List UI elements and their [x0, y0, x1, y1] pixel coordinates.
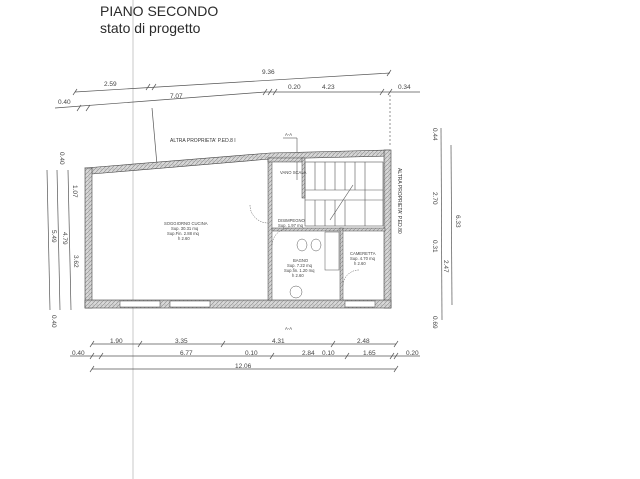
left-dimensions: [46, 169, 72, 311]
svg-text:Sup.fin. 1.20 mq: Sup.fin. 1.20 mq: [284, 268, 315, 273]
svg-text:BAGNO: BAGNO: [293, 258, 309, 263]
section-marker-top: A-A: [285, 132, 292, 137]
room-cameretta: CAMERETTA Sup. 4.70 mq h 2.60: [350, 251, 376, 266]
dim-top-0-20: 0.20: [288, 84, 301, 91]
dim-top-9-36: 9.36: [262, 69, 275, 76]
staircase: [304, 161, 384, 227]
svg-text:CAMERETTA: CAMERETTA: [350, 251, 376, 256]
dim-bottom-0-10b: 0.10: [322, 350, 335, 357]
dim-top-2-59: 2.59: [104, 81, 117, 88]
neighbor-label-top: ALTRA PROPRIETA' P.ED.8 I: [170, 138, 236, 144]
dim-bottom-1-90: 1.90: [110, 338, 123, 345]
room-bagno: BAGNO Sup. 7.22 mq Sup.fin. 1.20 mq h 2.…: [284, 258, 315, 278]
top-dimension-row-1: [72, 69, 392, 96]
bathroom-fixtures: [289, 231, 340, 299]
dim-top-7-07: 7.07: [170, 93, 183, 100]
dim-top-0-40: 0.40: [58, 99, 71, 106]
svg-text:Sup. 30.31 mq: Sup. 30.31 mq: [171, 226, 199, 231]
dim-bottom-0-40: 0.40: [72, 350, 85, 357]
room-soggiorno: SOGGIORNO CUCINA Sup. 30.31 mq Sup.Fin. …: [164, 221, 208, 241]
dim-bottom-4-31: 4.31: [272, 338, 285, 345]
dim-bottom-2-84: 2.84: [302, 350, 315, 357]
room-vano-scala: VANO SCALA: [280, 170, 307, 175]
dim-left-0-40b: 0.40: [50, 315, 57, 328]
dim-bottom-3-35: 3.35: [175, 338, 188, 345]
plan-subtitle: stato di progetto: [100, 20, 201, 36]
neighbor-label-right: ALTRA PROPRIETA' P.ED.80: [396, 168, 402, 234]
svg-text:Sup. 7.22 mq: Sup. 7.22 mq: [287, 263, 313, 268]
dim-left-4-79: 4.79: [61, 232, 68, 245]
top-dimension-row-2: [54, 88, 420, 112]
svg-text:Sup. 1.97 mq: Sup. 1.97 mq: [278, 223, 304, 228]
dim-right-6-33: 6.33: [454, 215, 461, 228]
right-dimensions: [440, 127, 453, 321]
dim-right-0-44: 0.44: [431, 128, 438, 141]
interior-walls: [267, 157, 386, 301]
bottom-dimensions: [70, 340, 420, 373]
svg-text:Sup.Fin. 2.88 mq: Sup.Fin. 2.88 mq: [167, 231, 200, 236]
dim-right-0-31: 0.31: [431, 240, 438, 253]
dim-bottom-1-65: 1.65: [363, 350, 376, 357]
svg-text:VANO SCALA: VANO SCALA: [280, 170, 307, 175]
exterior-walls: [84, 149, 392, 309]
dim-left-0-40: 0.40: [58, 152, 65, 165]
dim-bottom-total: 12.06: [235, 363, 252, 370]
dim-right-2-47: 2.47: [442, 260, 449, 273]
plan-title: PIANO SECONDO: [100, 3, 219, 19]
svg-text:Sup. 4.70 mq: Sup. 4.70 mq: [350, 256, 376, 261]
door-swings: [249, 204, 360, 286]
section-marker-bottom: A-A: [285, 326, 292, 331]
svg-text:SOGGIORNO CUCINA: SOGGIORNO CUCINA: [164, 221, 208, 226]
dim-right-2-70: 2.70: [431, 192, 438, 205]
dim-bottom-0-20: 0.20: [406, 350, 419, 357]
dim-bottom-6-77: 6.77: [180, 350, 193, 357]
dim-right-0-69: 0.69: [431, 316, 438, 329]
dim-top-4-23: 4.23: [322, 84, 335, 91]
dim-top-0-34: 0.34: [398, 84, 411, 91]
svg-text:h 2.60: h 2.60: [292, 273, 304, 278]
svg-text:DISIMPEGNO: DISIMPEGNO: [278, 218, 305, 223]
dim-bottom-0-10: 0.10: [245, 350, 258, 357]
dim-left-3-62: 3.62: [72, 255, 79, 268]
dim-bottom-2-48: 2.48: [357, 338, 370, 345]
svg-text:h 2.60: h 2.60: [354, 261, 366, 266]
svg-text:h 2.60: h 2.60: [178, 236, 190, 241]
dim-left-5-49: 5.49: [50, 230, 57, 243]
dim-left-1-07: 1.07: [71, 185, 78, 198]
room-disimpegno: DISIMPEGNO Sup. 1.97 mq: [278, 218, 305, 228]
